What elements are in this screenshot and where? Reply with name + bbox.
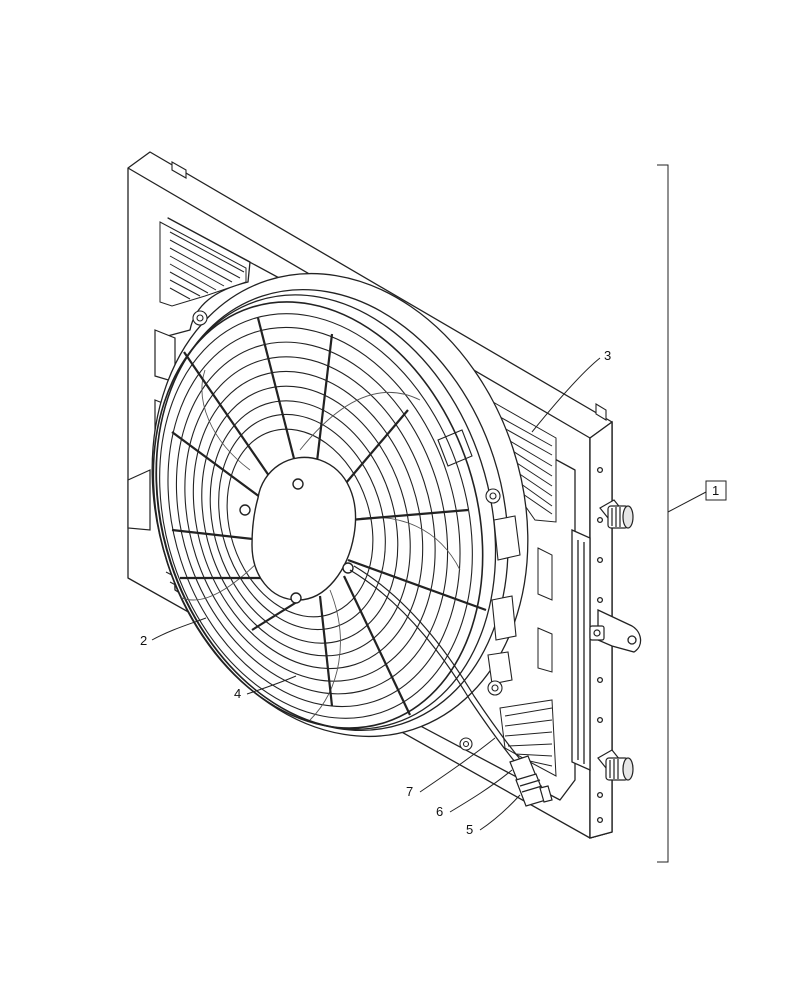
callout-4: 4 (234, 686, 241, 701)
leader-lines (151, 164, 707, 863)
louvers-right-bottom (499, 699, 557, 777)
callout-7: 7 (406, 784, 413, 799)
shroud-slots (537, 547, 553, 673)
guard-spokes (171, 317, 487, 716)
callout-1: 1 (712, 483, 719, 498)
top-fitting (599, 499, 634, 529)
fan-guard (152, 301, 484, 729)
callout-1-box (705, 480, 727, 501)
callout-5: 5 (466, 822, 473, 837)
frame-top-tabs (171, 161, 607, 421)
louvers-top-left (159, 221, 247, 307)
bracket-bolt (589, 625, 605, 641)
callout-3: 3 (604, 348, 611, 363)
callout-labels: 2 4 3 7 6 5 1 (140, 348, 727, 837)
bottom-fitting (597, 749, 634, 781)
connector-assembly (509, 755, 553, 807)
wire-harness (349, 565, 525, 769)
callout-6: 6 (436, 804, 443, 819)
callout-2: 2 (140, 633, 147, 648)
motor-hub (239, 456, 357, 604)
